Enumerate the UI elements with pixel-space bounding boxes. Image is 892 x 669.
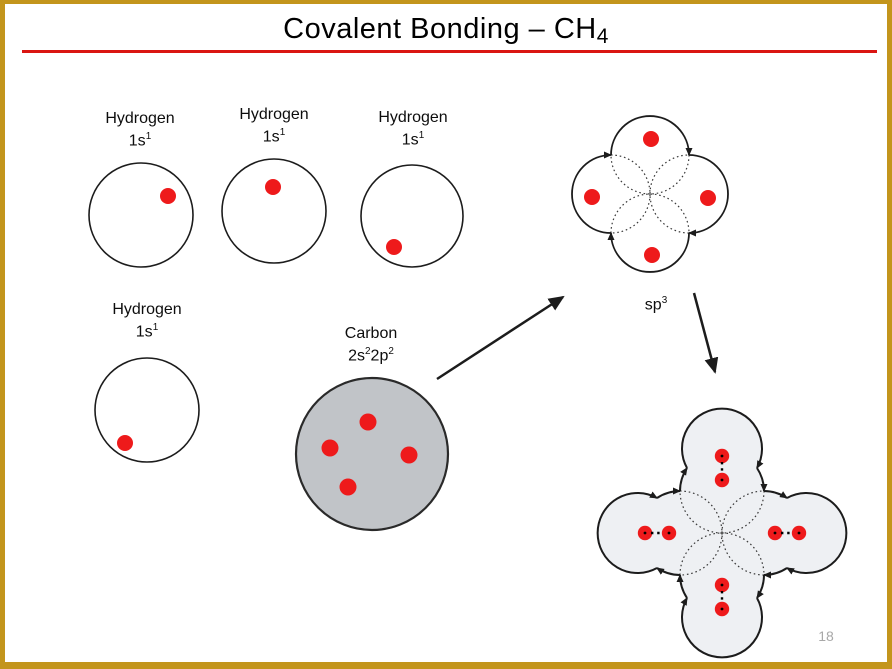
dashed-inner-orbital [679, 490, 765, 534]
electron-config: 1s1 [262, 127, 286, 146]
sp3-lobe-right [688, 154, 729, 237]
electron-dot [644, 247, 660, 263]
arrow-sp3-to-molecule [692, 292, 719, 374]
hydrogen-label-1: Hydrogen 1s1 [105, 110, 174, 150]
methane-molecule [596, 407, 848, 659]
page-title: Covalent Bonding – CH4 [5, 13, 887, 53]
hydrogen-label-4: Hydrogen 1s1 [112, 301, 181, 341]
title-text: Covalent Bonding – CH [283, 13, 597, 45]
molecule-body [597, 408, 847, 658]
bond-pair-bottom [714, 577, 730, 617]
electron-dot [321, 439, 339, 457]
hydrogen-atom-3 [360, 164, 464, 268]
carbon-label: Carbon 2s22p2 [345, 325, 397, 365]
hydrogen-label-2: Hydrogen 1s1 [239, 106, 308, 146]
electron-dot [700, 190, 716, 206]
hydrogen-atom-2 [221, 158, 327, 264]
electron-dot [117, 435, 133, 451]
sp3-lobe-bottom [607, 232, 690, 273]
electron-config: 1s1 [128, 131, 152, 150]
electron-dot [643, 131, 659, 147]
sp3-lobe-left [571, 151, 612, 234]
dashed-inner-orbital [679, 532, 765, 576]
hydrogen-orbital-circle [221, 158, 327, 264]
hydrogen-atom-1 [88, 162, 194, 268]
hydrogen-label-3: Hydrogen 1s1 [378, 109, 447, 149]
bond-pair-top [714, 448, 730, 488]
page-number: 18 [818, 628, 834, 644]
hydrogen-atom-4 [94, 357, 200, 463]
carbon-atom [294, 376, 450, 532]
electron-dot [584, 189, 600, 205]
atom-name: Hydrogen [105, 110, 175, 127]
dashed-inner-orbital [721, 490, 765, 576]
electron-dot [386, 239, 402, 255]
sp3-label: sp3 [644, 295, 668, 314]
molecule-outline [596, 407, 848, 659]
carbon-orbital-circle [294, 376, 450, 532]
atom-name: Carbon [344, 325, 398, 342]
electron-dot [265, 179, 281, 195]
atom-name: Hydrogen [112, 301, 182, 318]
hydrogen-orbital-circle [94, 357, 200, 463]
electron-config: 1s1 [135, 322, 159, 341]
electron-config: 2s22p2 [348, 346, 394, 365]
title-underline [22, 50, 877, 53]
bond-pair-right [767, 525, 807, 541]
sp3-hybrid-orbitals [571, 115, 729, 273]
bond-pair-left [637, 525, 677, 541]
hydrogen-orbital-circle [88, 162, 194, 268]
dashed-inner-orbital [679, 490, 723, 576]
electron-config: 1s1 [401, 130, 425, 149]
electron-dot [359, 413, 377, 431]
atom-name: Hydrogen [239, 106, 309, 123]
atom-name: Hydrogen [378, 109, 448, 126]
sp3-lobe-top [610, 115, 693, 156]
title-subscript: 4 [596, 25, 609, 49]
hydrogen-orbital-circle [360, 164, 464, 268]
electron-dot [339, 478, 357, 496]
arrow-carbon-to-sp3 [436, 295, 565, 381]
electron-dot [160, 188, 176, 204]
electron-dot [400, 446, 418, 464]
